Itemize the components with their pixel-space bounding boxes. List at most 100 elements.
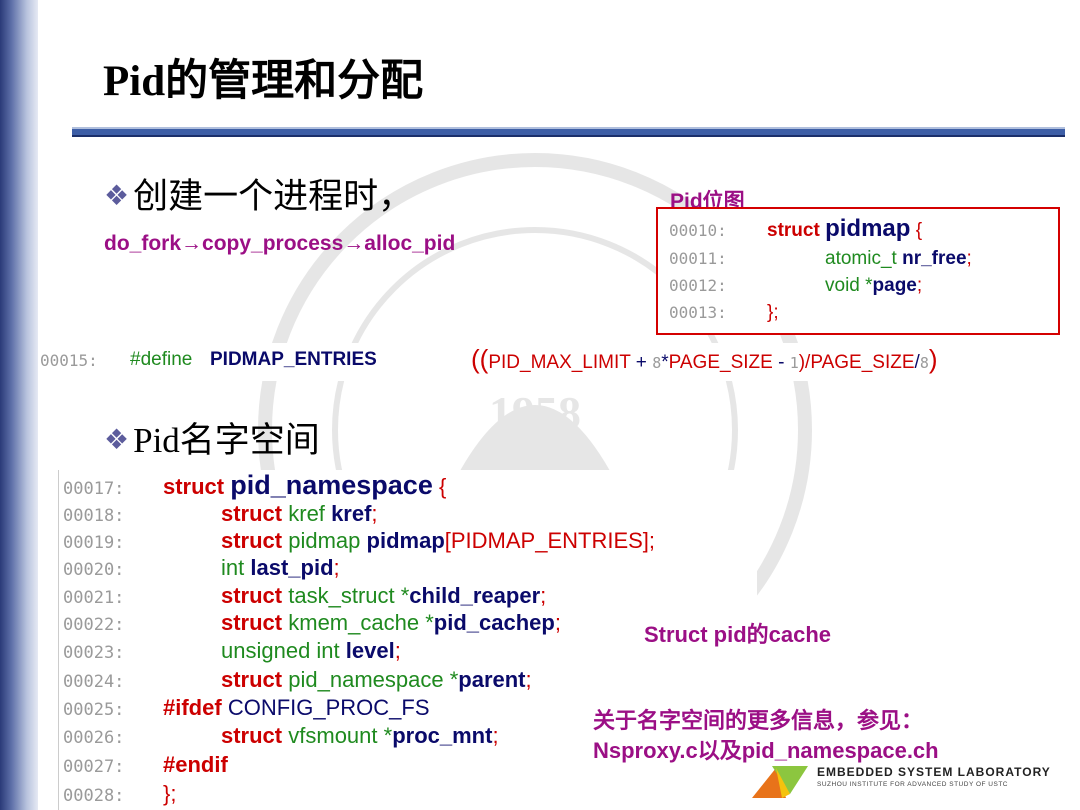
line-number: 00022:	[63, 615, 125, 635]
code-line: 00027:#endif	[63, 751, 228, 778]
chain-copy-process: copy_process	[202, 232, 344, 255]
line-number: 00018:	[63, 506, 125, 526]
arrow-right-icon: →	[181, 232, 203, 255]
namespace-files-note: Nsproxy.c以及pid_namespace.ch	[593, 738, 939, 763]
lab-name: EMBEDDED SYSTEM LABORATORY	[817, 765, 1051, 779]
slide-title: Pid的管理和分配	[103, 58, 424, 105]
code-field: proc_mnt	[392, 723, 493, 748]
code-line: 00028:};	[63, 780, 176, 807]
code-field: page	[872, 275, 917, 296]
code-array-size: [PIDMAP_ENTRIES];	[444, 528, 656, 553]
code-field: level	[345, 638, 395, 663]
line-number: 00020:	[63, 560, 125, 580]
seal-center-emblem	[455, 405, 615, 480]
code-punct: };	[767, 302, 779, 323]
code-macro: PAGE_SIZE	[810, 352, 915, 373]
bullet-pid-namespace: ❖Pid名字空间	[104, 412, 320, 463]
arrow-right-icon: →	[343, 232, 365, 255]
line-number: 00028:	[63, 786, 125, 806]
code-line: 00017: struct pid_namespace {	[63, 470, 447, 500]
code-punct: )	[928, 344, 938, 374]
code-macro: PID_MAX_LIMIT	[488, 352, 631, 373]
code-line: 00011: atomic_t nr_free;	[669, 247, 972, 271]
code-type: unsigned int	[221, 638, 340, 663]
code-keyword: struct	[221, 723, 283, 748]
code-punct: )/	[798, 352, 811, 373]
code-type: kmem_cache *	[288, 610, 434, 635]
code-punct: ;	[371, 501, 378, 526]
code-punct: {	[915, 220, 923, 241]
lab-logo-mark-icon	[752, 766, 808, 798]
line-number: 00010:	[669, 221, 727, 240]
code-type: atomic_t	[825, 248, 897, 269]
code-number: 1	[789, 354, 799, 372]
code-struct-name: pid_namespace	[230, 470, 433, 500]
code-line: 00012: void *page;	[669, 274, 922, 298]
code-field: nr_free	[902, 248, 967, 269]
cache-note: Struct pid的cache	[644, 622, 832, 647]
code-line: 00022:struct kmem_cache *pid_cachep;	[63, 609, 561, 636]
code-op: /	[914, 352, 920, 373]
line-number: 00027:	[63, 757, 125, 777]
code-field: last_pid	[250, 555, 334, 580]
bullet-create-text: 创建一个进程时，	[133, 177, 414, 216]
code-keyword: struct	[221, 583, 283, 608]
code-macro: CONFIG_PROC_FS	[227, 695, 430, 720]
code-punct: ;	[966, 248, 972, 269]
line-number: 00025:	[63, 700, 125, 720]
code-op: +	[630, 352, 653, 373]
code-keyword: struct	[163, 474, 225, 499]
code-number: 8	[652, 354, 662, 372]
lab-logo: EMBEDDED SYSTEM LABORATORY SUZHOU INSTIT…	[752, 762, 1052, 800]
define-expression: ((PID_MAX_LIMIT + 8*PAGE_SIZE - 1)/PAGE_…	[471, 344, 938, 375]
code-type: kref	[288, 501, 325, 526]
code-keyword: struct	[221, 610, 283, 635]
diamond-bullet-icon: ❖	[104, 425, 130, 456]
line-number: 00017:	[63, 479, 125, 499]
line-number: 00013:	[669, 303, 727, 322]
code-number: 8	[919, 354, 929, 372]
code-keyword: struct	[221, 528, 283, 553]
code-line: 00023:unsigned int level;	[63, 637, 401, 664]
code-punct: };	[163, 781, 177, 806]
code-type: void *	[825, 275, 873, 296]
namespace-info-note: 关于名字空间的更多信息，参见：	[593, 708, 924, 733]
chain-do-fork: do_fork	[104, 232, 182, 255]
code-punct: ;	[333, 555, 340, 580]
line-number: 00012:	[669, 276, 727, 295]
code-punct: ;	[492, 723, 499, 748]
code-keyword: struct	[767, 220, 820, 241]
code-punct: ;	[525, 667, 532, 692]
code-field: kref	[331, 501, 372, 526]
code-line: 00020:int last_pid;	[63, 554, 340, 581]
code-punct: {	[438, 474, 447, 499]
code-line: 00018:struct kref kref;	[63, 500, 378, 527]
line-number: 00015:	[40, 351, 98, 370]
code-keyword: struct	[221, 667, 283, 692]
code-line: 00026:struct vfsmount *proc_mnt;	[63, 722, 499, 749]
code-punct: ((	[471, 344, 489, 374]
lab-subtitle: SUZHOU INSTITUTE FOR ADVANCED STUDY OF U…	[817, 781, 1008, 788]
code-line: 00024: struct pid_namespace *parent;	[63, 666, 532, 693]
chain-alloc-pid: alloc_pid	[364, 232, 456, 255]
bullet-namespace-text: Pid名字空间	[133, 421, 320, 460]
code-punct: ;	[916, 275, 923, 296]
line-number: 00024:	[63, 672, 125, 692]
line-number: 00023:	[63, 643, 125, 663]
bullet-create-process: ❖创建一个进程时，	[104, 168, 413, 219]
code-macro-name: PIDMAP_ENTRIES	[210, 349, 377, 370]
line-number: 00026:	[63, 728, 125, 748]
code-type: task_struct *	[288, 583, 410, 608]
code-line: 00013:};	[669, 301, 779, 325]
code-field: pidmap	[366, 528, 445, 553]
code-macro: PAGE_SIZE	[668, 352, 773, 373]
code-op: *	[661, 352, 669, 373]
line-number: 00011:	[669, 249, 727, 268]
code-field: pid_cachep	[433, 610, 555, 635]
code-type: pidmap	[288, 528, 361, 553]
line-number: 00019:	[63, 533, 125, 553]
code-type: pid_namespace *	[288, 667, 459, 692]
code-field: parent	[458, 667, 526, 692]
define-pidmap-entries-line: 00015: #define PIDMAP_ENTRIES ((PID_MAX_…	[38, 343, 1068, 381]
